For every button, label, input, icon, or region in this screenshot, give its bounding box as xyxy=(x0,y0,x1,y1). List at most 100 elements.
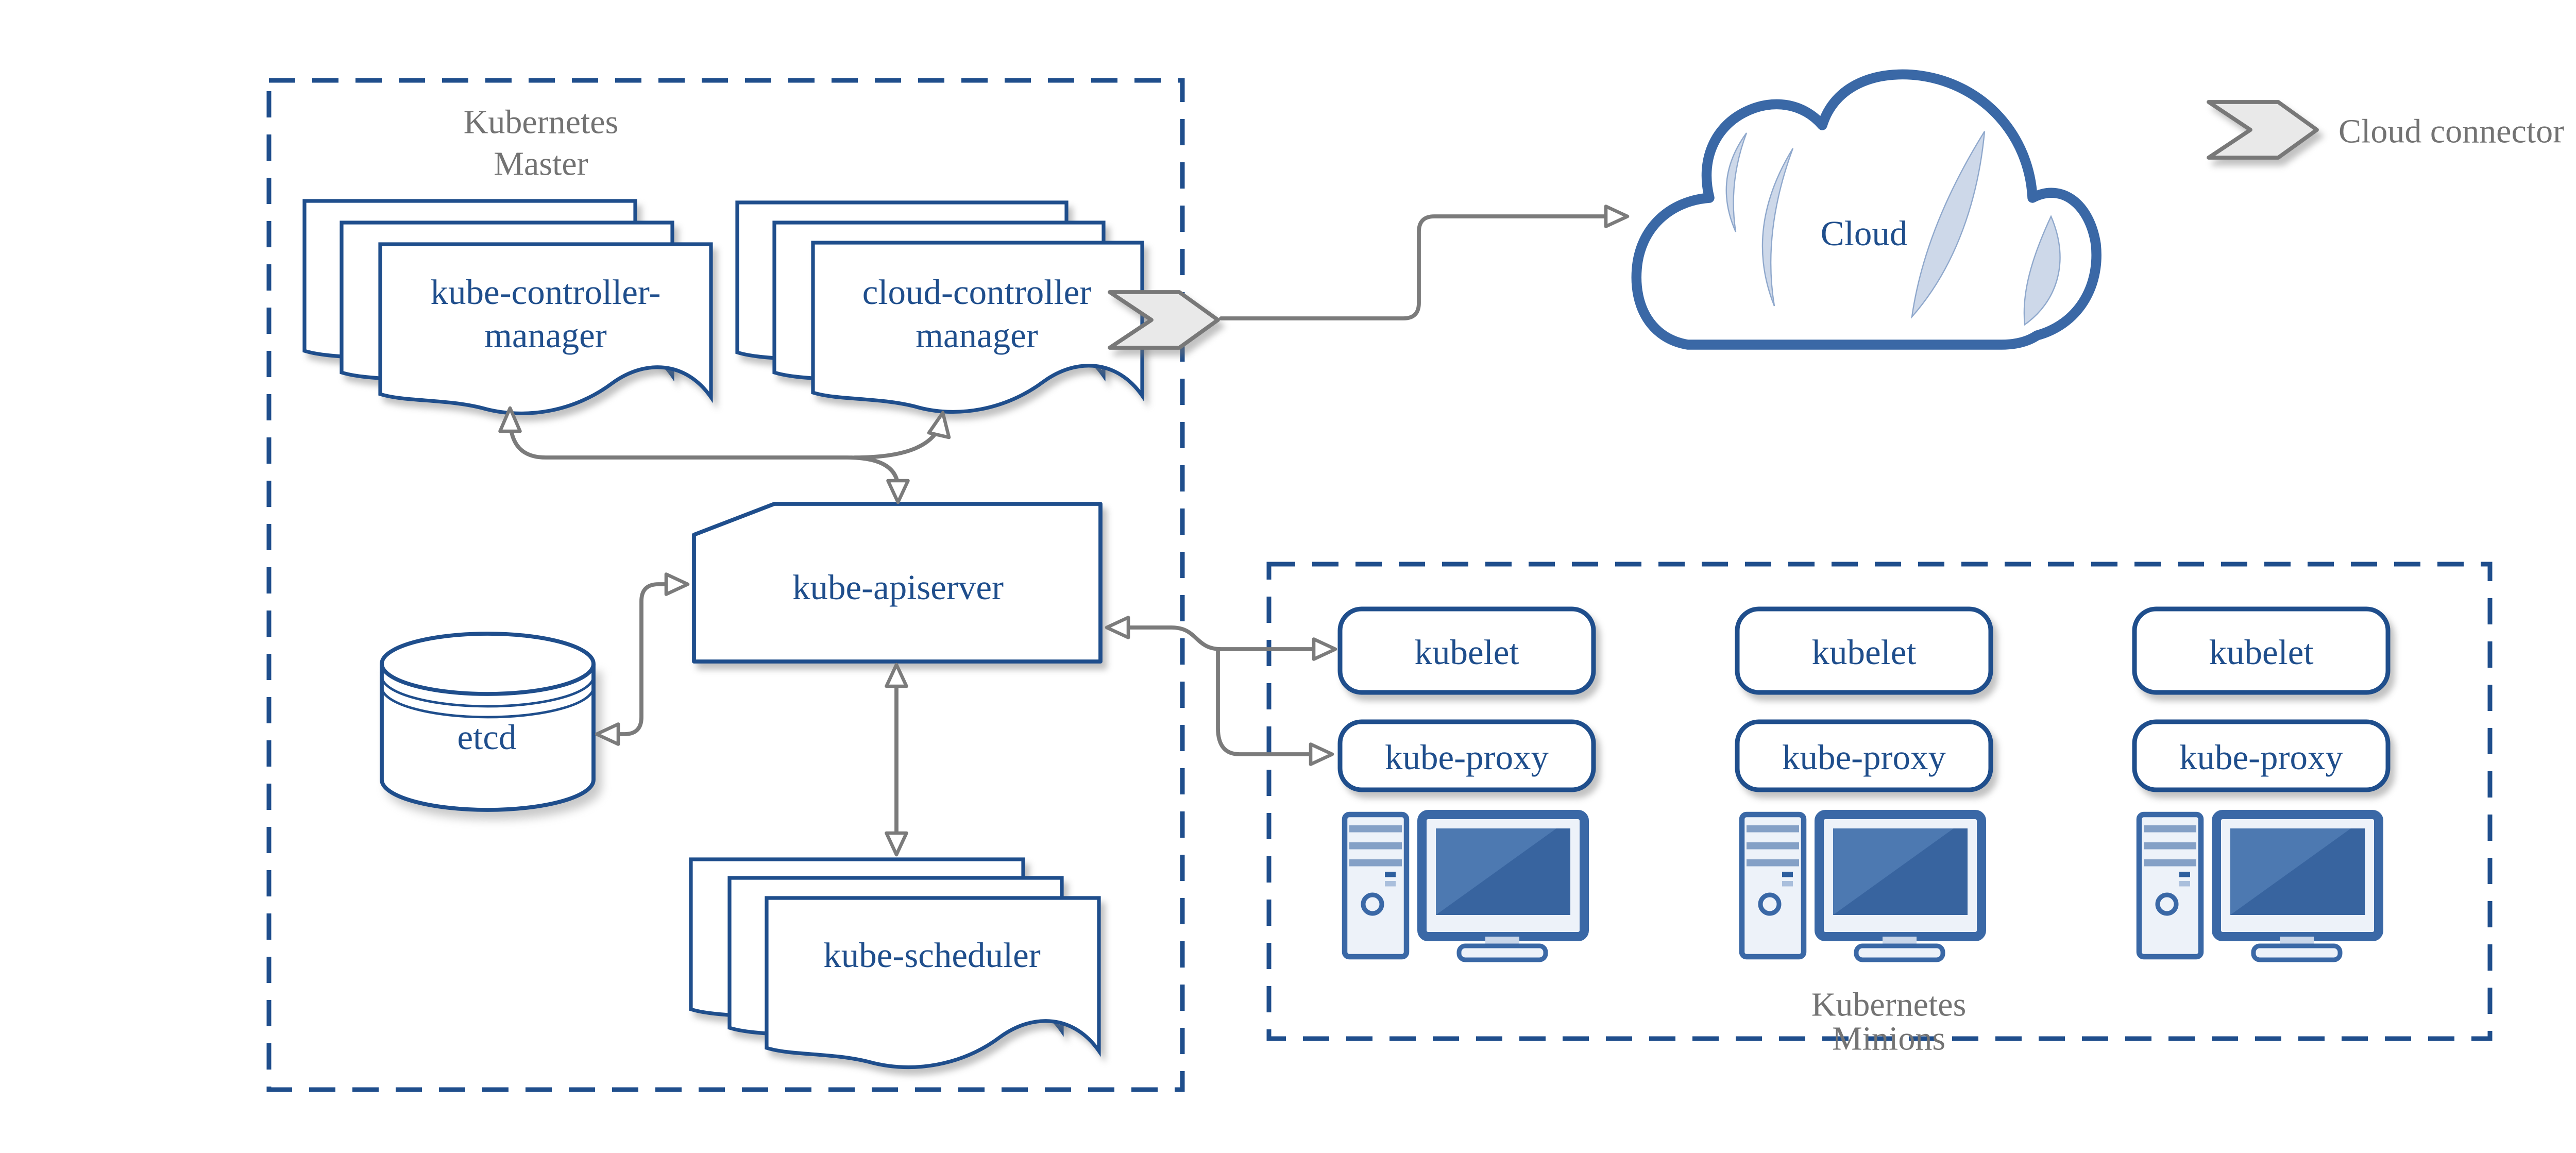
master-title-line1: Kubernetes xyxy=(464,104,619,141)
cloud-controller-manager-stack: cloud-controller manager xyxy=(735,200,1144,414)
kube-proxy-box xyxy=(1735,719,1993,792)
master-title-line2: Master xyxy=(494,145,588,183)
legend-cloud-connector: Cloud connector xyxy=(2207,100,2564,160)
etcd-disk-line xyxy=(380,676,595,708)
monitor-screen-sheen xyxy=(2230,828,2351,915)
cloud-controller-manager-label-line1: cloud-controller xyxy=(862,273,1092,312)
monitor-screen-sheen xyxy=(1436,828,1556,915)
kube-apiserver-node: kube-apiserver xyxy=(692,502,1103,664)
kube-scheduler-stack: kube-scheduler xyxy=(689,857,1101,1070)
tower-power-button xyxy=(2155,892,2179,916)
arrow-apiserver-to-kubelet xyxy=(1109,625,1317,651)
minion-node-2: kubelet kube-proxy xyxy=(2132,606,2391,962)
cloud-streak xyxy=(1911,131,1986,319)
kubelet-box xyxy=(1735,606,1993,695)
tower-led xyxy=(1385,881,1396,887)
arrowhead-right-apiserver-left xyxy=(664,572,690,596)
computer-icon xyxy=(1739,810,1986,962)
etcd-cylinder-body xyxy=(380,664,596,812)
minions-title-line2: Minions xyxy=(1832,1020,1945,1058)
kubelet-label: kubelet xyxy=(2209,633,2313,672)
cloud-connector-chevron-icon xyxy=(1108,290,1220,350)
monitor-screen-sheen xyxy=(1833,828,1954,915)
computer-tower xyxy=(2136,811,2204,960)
monitor-stand xyxy=(1854,943,1945,962)
cloud-streak xyxy=(1761,148,1794,307)
cloud-node: Cloud xyxy=(1631,69,2102,350)
minion-node-0: kubelet kube-proxy xyxy=(1337,606,1596,962)
kubelet-label: kubelet xyxy=(1811,633,1916,672)
tower-stripe xyxy=(1349,842,1402,850)
kube-proxy-label: kube-proxy xyxy=(1782,738,1946,777)
cloud-label: Cloud xyxy=(1821,214,1908,253)
arrowhead-right-kube-proxy xyxy=(1309,742,1334,766)
legend-chevron-icon xyxy=(2207,100,2319,160)
arrowhead-left-etcd xyxy=(595,722,620,746)
tower-stripe xyxy=(1747,859,1799,867)
arrow-branch-to-cloud-controller xyxy=(853,425,942,460)
kubernetes-minions-boundary xyxy=(1266,562,2493,1041)
arrow-etcd-apiserver xyxy=(601,582,682,736)
tower-stripe xyxy=(1747,842,1799,850)
etcd-cylinder-top xyxy=(380,632,596,696)
arrowhead-down-apiserver-top xyxy=(886,479,910,504)
kube-scheduler-label: kube-scheduler xyxy=(823,936,1041,975)
kube-controller-manager-shape xyxy=(378,242,713,416)
tower-power-button xyxy=(1361,892,1384,916)
arrow-cloud-connector-to-cloud xyxy=(1219,214,1619,320)
kube-controller-manager-stack: kube-controller- manager xyxy=(302,199,713,416)
kubernetes-minions-title: Kubernetes Minions xyxy=(1811,986,1967,1058)
arrowhead-right-cloud xyxy=(1604,205,1630,228)
monitor-stand xyxy=(1456,943,1548,962)
arrowhead-up-kube-controller xyxy=(498,406,522,433)
kubelet-box xyxy=(2132,606,2391,695)
tower-led xyxy=(1782,881,1793,887)
computer-tower xyxy=(1342,811,1410,960)
kubernetes-master-boundary xyxy=(266,78,1185,1092)
cloud-controller-manager-shape xyxy=(811,241,1144,414)
cloud-controller-manager-label-line2: manager xyxy=(916,316,1038,355)
etcd-label: etcd xyxy=(457,718,517,757)
kube-controller-manager-label-line1: kube-controller- xyxy=(431,273,661,312)
minions-title-line1: Kubernetes xyxy=(1811,986,1967,1024)
kubelet-label: kubelet xyxy=(1414,633,1519,672)
computer-icon xyxy=(1342,810,1589,962)
etcd-disk-line xyxy=(380,687,595,719)
kube-apiserver-shape xyxy=(692,502,1103,664)
kubernetes-master-title: Kubernetes Master xyxy=(464,104,619,183)
minion-node-1: kubelet kube-proxy xyxy=(1735,606,1993,962)
tower-led xyxy=(2179,881,2190,887)
tower-stripe xyxy=(1747,825,1799,833)
cloud-streak xyxy=(2023,215,2061,326)
kubelet-box xyxy=(1337,606,1596,695)
monitor-stand xyxy=(2251,943,2343,962)
tower-stripe xyxy=(2144,842,2196,850)
tower-led xyxy=(1782,872,1793,877)
arrowhead-up-cloud-controller xyxy=(927,411,951,439)
tower-led xyxy=(1385,872,1396,877)
tower-stripe xyxy=(1349,859,1402,867)
connector-arrows xyxy=(498,205,1630,857)
kube-proxy-box xyxy=(2132,719,2391,792)
kube-controller-manager-label-line2: manager xyxy=(484,316,607,355)
kube-proxy-box xyxy=(1337,719,1596,792)
etcd-database-node: etcd xyxy=(380,632,596,812)
tower-stripe xyxy=(2144,859,2196,867)
computer-icon xyxy=(2136,810,2383,962)
arrowhead-up-apiserver-bottom xyxy=(885,663,908,688)
computer-tower xyxy=(1739,811,1807,960)
kube-apiserver-label: kube-apiserver xyxy=(792,568,1004,607)
arrowhead-left-apiserver-right xyxy=(1105,616,1130,639)
tower-led xyxy=(2179,872,2190,877)
kube-scheduler-shape xyxy=(765,896,1101,1070)
tower-power-button xyxy=(1758,892,1782,916)
arrow-apiserver-to-controllers xyxy=(508,415,900,497)
legend-label: Cloud connector xyxy=(2338,113,2564,150)
arrow-branch-to-kube-proxy xyxy=(1216,647,1314,756)
arrowhead-down-scheduler xyxy=(885,831,908,857)
cloud-streak xyxy=(1725,132,1748,232)
kube-proxy-label: kube-proxy xyxy=(1385,738,1549,777)
tower-stripe xyxy=(2144,825,2196,833)
kube-proxy-label: kube-proxy xyxy=(2179,738,2344,777)
